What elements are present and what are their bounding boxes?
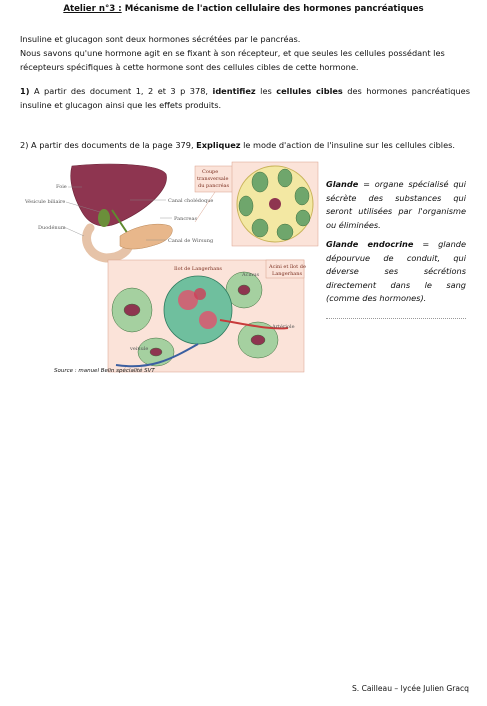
liver-shape: [70, 163, 167, 227]
page-title: Atelier n°3 : Mécanisme de l'action cell…: [0, 4, 487, 14]
label-acini-2: Langerhans: [272, 271, 302, 277]
q1-target: cellules cibles: [276, 86, 343, 96]
label-coupe-1: Coupe: [202, 169, 218, 175]
gallbladder-shape: [98, 209, 110, 227]
label-canal-choledoque: Canal cholédoque: [168, 197, 213, 204]
endocrine-term: Glande endocrine: [326, 239, 414, 249]
definition-glande: Glande = organe spécialisé qui sécrète d…: [326, 178, 466, 232]
definitions-panel: Glande = organe spécialisé qui sécrète d…: [326, 178, 466, 306]
pancreas-shape: [119, 223, 173, 250]
question-1: 1) A partir des document 1, 2 et 3 p 378…: [20, 84, 470, 112]
definition-glande-endocrine: Glande endocrine = glande dépourvue de c…: [326, 238, 466, 306]
pancreas-figure: Foie Vésicule biliaire Duodénum Canal ch…: [24, 161, 319, 373]
label-arteriole: Artériole: [271, 323, 295, 330]
q2-number: 2): [20, 140, 29, 150]
q1-number: 1): [20, 86, 30, 96]
q2-verb: Expliquez: [196, 140, 241, 150]
page-footer: S. Cailleau – lycée Julien Gracq: [351, 684, 469, 693]
q1-part1: A partir des document 1, 2 et 3 p 378,: [33, 86, 209, 96]
q1-part3: des hormones pancréatiques insuline et g…: [20, 86, 470, 110]
figure-source: Source : manuel Belin spécialité SVT: [54, 368, 155, 374]
cross-section-lobules: [238, 168, 311, 241]
dotted-separator: [326, 318, 466, 319]
endocrine-def: = glande dépourvue de conduit, qui déver…: [326, 239, 466, 303]
glande-term: Glande: [326, 179, 359, 189]
label-pancreas: Pancreas: [174, 216, 197, 222]
label-veinule: veinule: [129, 346, 148, 352]
label-canal-wirsung: Canal de Wirsung: [168, 238, 214, 244]
label-acinus: Acinus: [241, 272, 259, 278]
label-ilot: Ilot de Langerhans: [174, 266, 222, 272]
label-coupe-2: transversale: [197, 176, 228, 182]
q2-part1: A partir des documents de la page 379,: [31, 140, 194, 150]
title-text: Mécanisme de l'action cellulaire des hor…: [124, 4, 424, 14]
glande-def: = organe spécialisé qui sécrète des subs…: [326, 179, 466, 230]
title-prefix: Atelier n°3 :: [63, 4, 122, 14]
label-acini-1: Acini et îlot de: [268, 263, 306, 270]
bile-duct: [111, 209, 129, 235]
acini-group: [111, 271, 279, 367]
intro-line-2: Nous savons qu'une hormone agit en se fi…: [20, 48, 445, 72]
q2-part2: le mode d'action de l'insuline sur les c…: [243, 140, 455, 150]
label-foie: Foie: [56, 184, 67, 190]
intro-line-1: Insuline et glucagon sont deux hormones …: [20, 34, 301, 44]
label-vesicule: Vésicule biliaire: [24, 198, 65, 205]
q1-part2: les: [260, 86, 272, 96]
label-duodenum: Duodénum: [38, 224, 66, 231]
islet-of-langerhans: [163, 275, 233, 345]
q1-verb: identifiez: [212, 86, 256, 96]
label-coupe-3: du pancréas: [198, 182, 230, 189]
question-2: 2) A partir des documents de la page 379…: [20, 138, 470, 152]
intro-paragraph: Insuline et glucagon sont deux hormones …: [20, 32, 470, 74]
